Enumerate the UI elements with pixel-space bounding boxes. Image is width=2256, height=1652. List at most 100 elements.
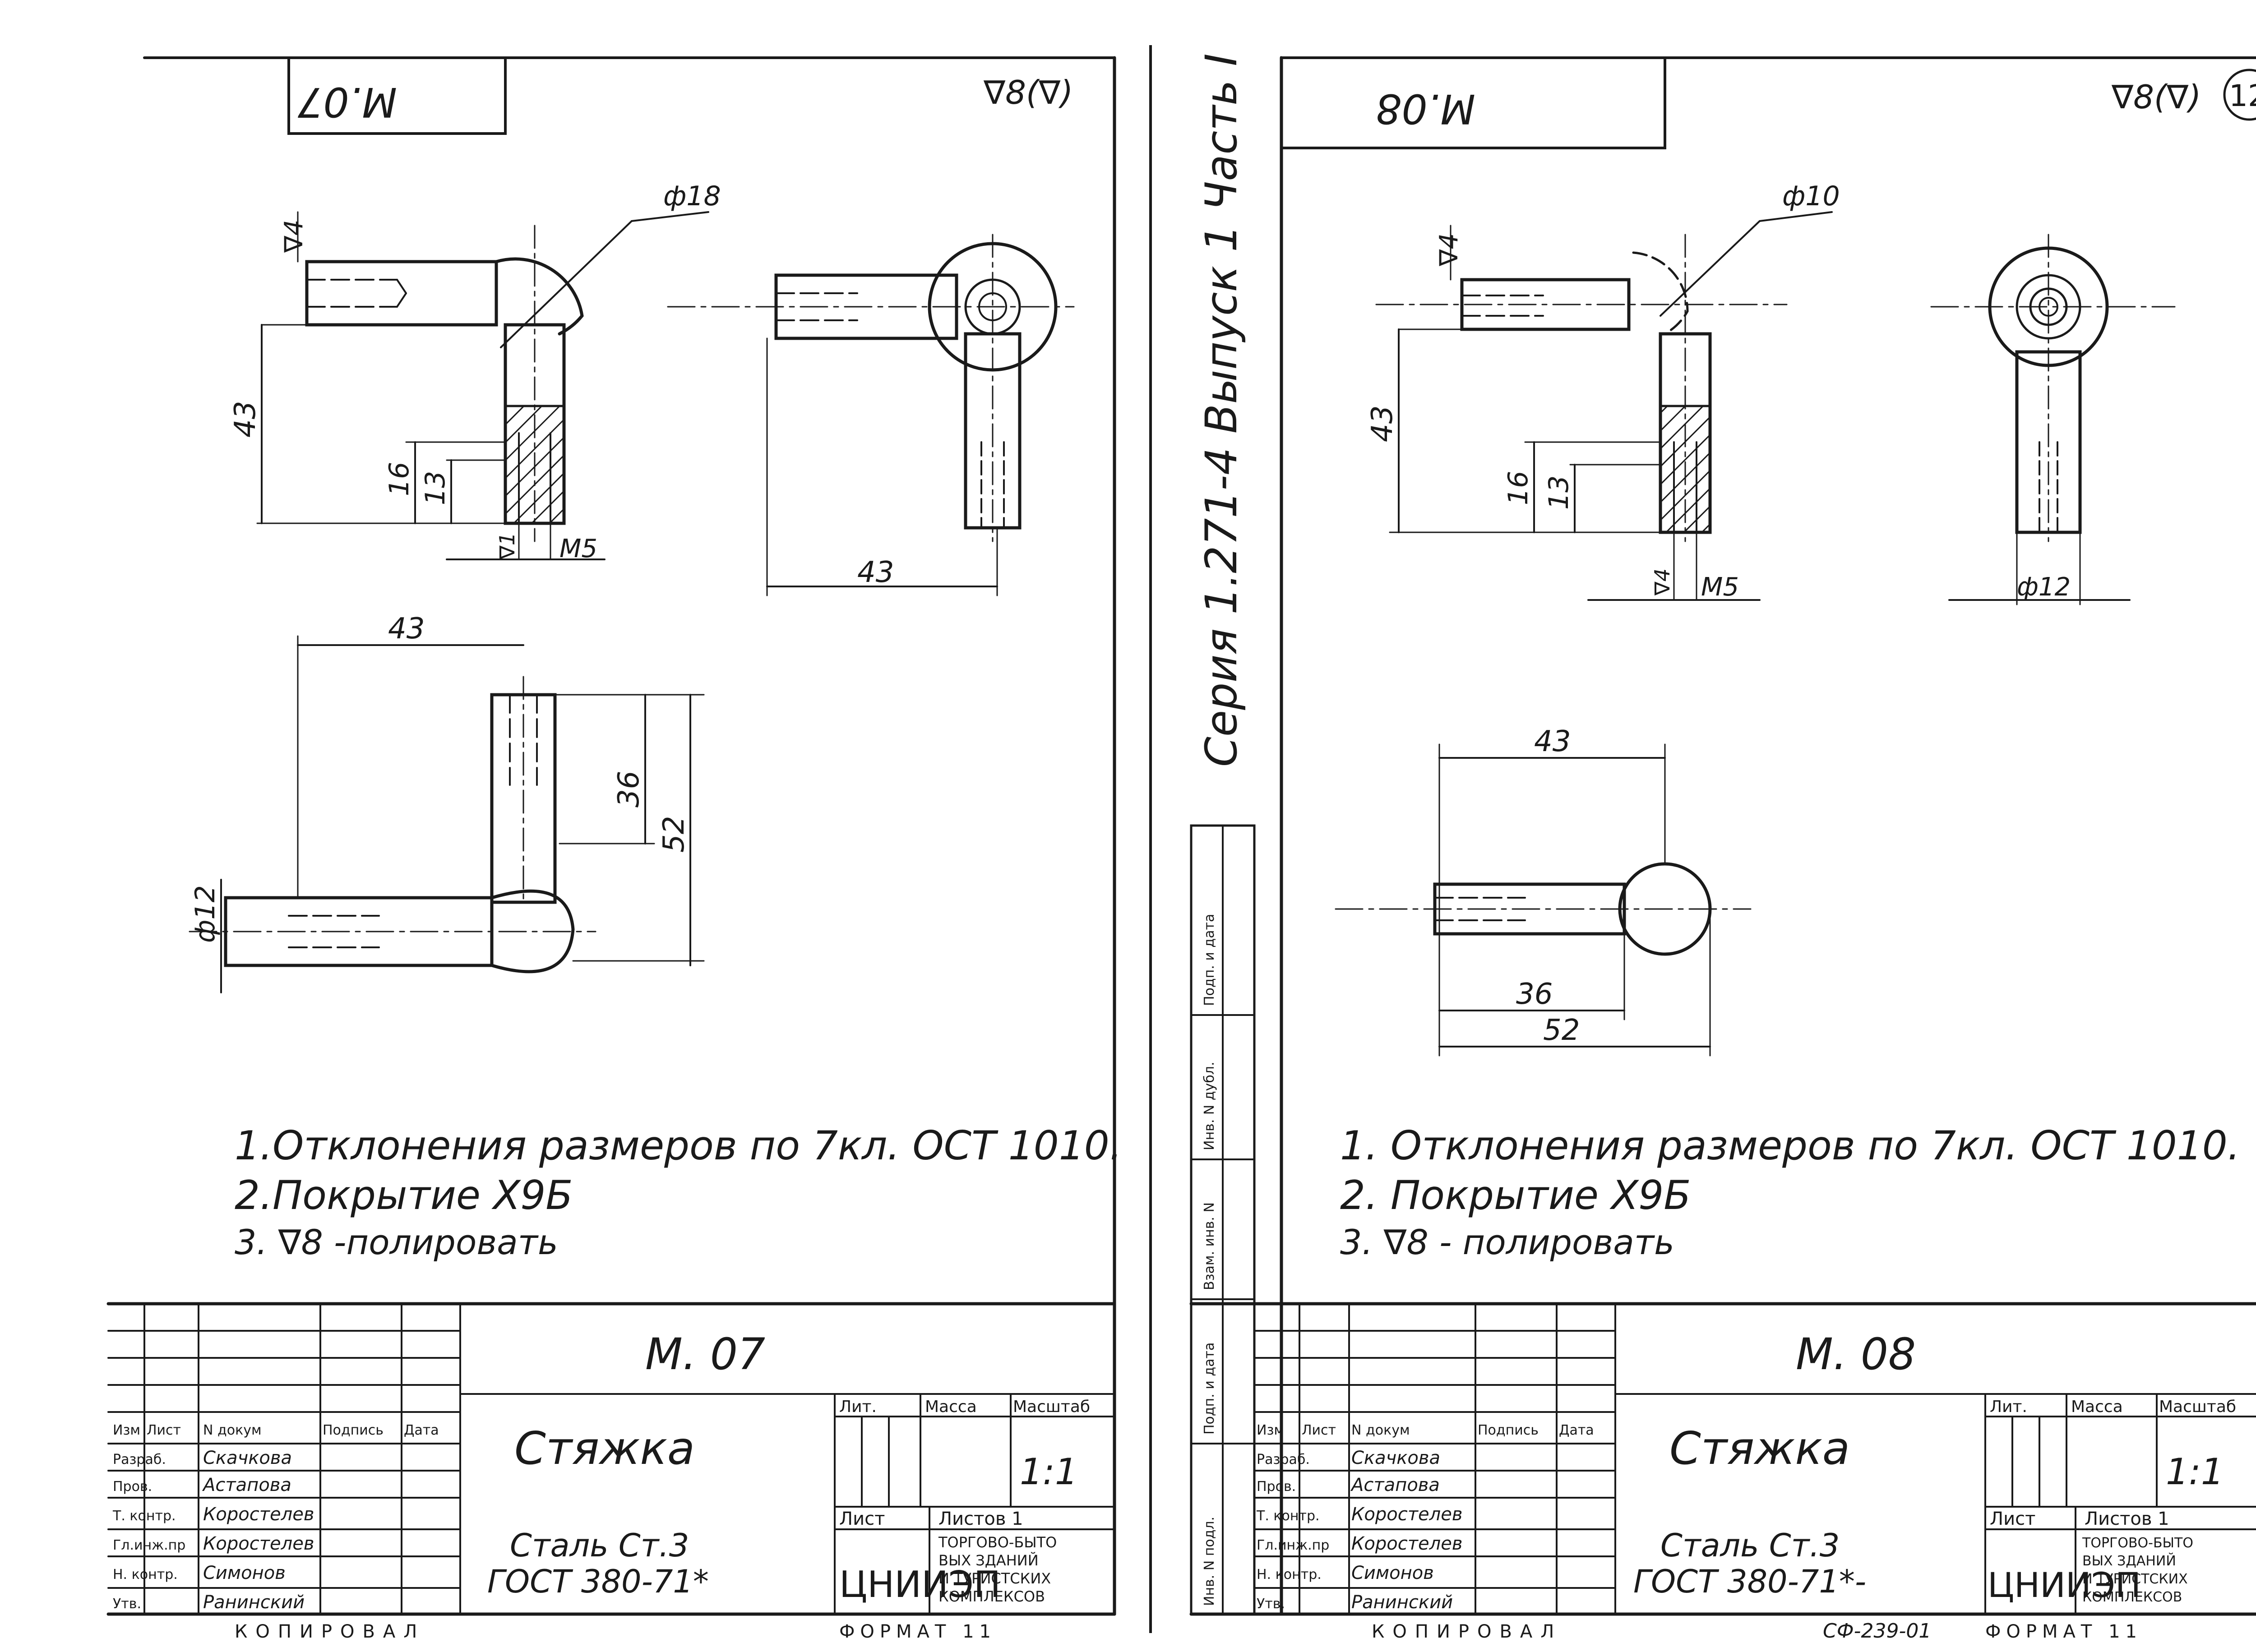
m08-col-list: Лист bbox=[1302, 1422, 1336, 1438]
m07-material-2: ГОСТ 380-71* bbox=[487, 1563, 709, 1600]
m08-dim-sphere: ф10 bbox=[1782, 180, 1840, 212]
m07-note-2: 2.Покрытие Х9Б bbox=[235, 1172, 573, 1218]
m07-part-name: Стяжка bbox=[514, 1422, 695, 1475]
m08-dim-bore2: 13 bbox=[1543, 475, 1575, 510]
m08-dim-52: 52 bbox=[1543, 1014, 1580, 1047]
m07-title-block-grid bbox=[107, 1303, 1115, 1615]
m07-bottom-view bbox=[189, 635, 705, 993]
m07-role-2: Пров. bbox=[113, 1479, 152, 1495]
m08-col-sign: Подпись bbox=[1478, 1422, 1539, 1438]
m08-side-view bbox=[1930, 234, 2176, 605]
m07-material-1: Сталь Ст.3 bbox=[510, 1527, 689, 1564]
m08-title-block-grid bbox=[1253, 1303, 2256, 1615]
m08-org-4: КОМПЛЕКСОВ bbox=[2082, 1589, 2182, 1605]
m07-side-view bbox=[667, 234, 1075, 596]
m08-lit-head: Лит. bbox=[1990, 1398, 2027, 1416]
m08-archive-code: СФ-239-01 bbox=[1823, 1620, 1931, 1643]
m08-part-name: Стяжка bbox=[1669, 1422, 1850, 1475]
m08-dim-rough-small: ∇4 bbox=[1434, 233, 1464, 267]
m07-name-5: Симонов bbox=[203, 1563, 286, 1583]
m08-name-4: Коростелев bbox=[1351, 1533, 1462, 1554]
side-stamp-3: Взам. инв. N bbox=[1202, 1202, 1217, 1290]
side-stamp-1: Инв. N подл. bbox=[1202, 1517, 1217, 1606]
m07-dim-bore1: 16 bbox=[384, 462, 415, 496]
m08-role-4: Гл.инж.пр bbox=[1257, 1537, 1329, 1553]
m08-bottom-view bbox=[1335, 743, 1752, 1057]
m07-org-4: КОМПЛЕКСОВ bbox=[938, 1588, 1045, 1605]
m08-stamp-code: М.08 bbox=[1376, 85, 1475, 132]
m07-stamp-code: М.07 bbox=[297, 78, 397, 125]
m07-sheet-head: Лист bbox=[839, 1509, 885, 1529]
m08-org-2: ВЫХ ЗДАНИЙ bbox=[2082, 1553, 2176, 1569]
m07-name-1: Скачкова bbox=[203, 1448, 292, 1468]
side-stamp-5: Подп. и дата bbox=[1202, 914, 1217, 1006]
m07-org-1: ТОРГОВО-БЫТО bbox=[938, 1534, 1057, 1551]
m07-dim-52: 52 bbox=[657, 816, 691, 853]
m08-format: ФОРМАТ 11 bbox=[1985, 1621, 2142, 1642]
m07-role-5: Н. контр. bbox=[113, 1567, 178, 1583]
m07-dim-rough-small: ∇4 bbox=[279, 220, 309, 253]
m07-role-4: Гл.инж.пр bbox=[113, 1537, 185, 1553]
m07-scale-head: Масштаб bbox=[1013, 1398, 1090, 1416]
m07-dim-side-width: 43 bbox=[857, 556, 894, 589]
page-marker: 123 bbox=[2229, 78, 2256, 113]
m07-designation: М. 07 bbox=[645, 1329, 765, 1380]
m07-org-2: ВЫХ ЗДАНИЙ bbox=[938, 1552, 1039, 1569]
m08-role-6: Утв. bbox=[1257, 1596, 1285, 1612]
m07-dim-sphere: ф18 bbox=[663, 180, 721, 212]
m08-org-1: ТОРГОВО-БЫТО bbox=[2082, 1535, 2193, 1551]
m07-col-ndoc: N докум bbox=[203, 1422, 262, 1438]
m08-scale-head: Масштаб bbox=[2159, 1398, 2236, 1416]
m08-mass-head: Масса bbox=[2071, 1398, 2123, 1416]
m07-name-3: Коростелев bbox=[203, 1504, 314, 1525]
m07-name-4: Коростелев bbox=[203, 1533, 314, 1554]
m08-surface-symbol: ∇8(∇) bbox=[2111, 78, 2201, 116]
m08-designation: М. 08 bbox=[1796, 1329, 1916, 1380]
m07-note-1: 1.Отклонения размеров по 7кл. ОСТ 1010. bbox=[235, 1122, 1122, 1169]
m07-dim-rough-thread: ∇1 bbox=[495, 532, 519, 560]
m08-note-2: 2. Покрытие Х9Б bbox=[1340, 1172, 1691, 1218]
m08-name-2: Астапова bbox=[1350, 1475, 1440, 1495]
m07-col-date: Дата bbox=[404, 1422, 439, 1438]
m07-org-3: И ТУРИСТСКИХ bbox=[938, 1570, 1051, 1587]
m08-col-ndoc: N докум bbox=[1351, 1422, 1410, 1438]
m07-dim-height: 43 bbox=[229, 401, 262, 438]
m07-mass-head: Масса bbox=[925, 1398, 977, 1416]
m07-format: ФОРМАТ 11 bbox=[839, 1621, 996, 1642]
side-stamp-2: Подп. и дата bbox=[1202, 1343, 1217, 1435]
m07-front-view bbox=[256, 211, 709, 560]
sheet-m08 bbox=[1189, 56, 2256, 1616]
m07-dim-thread: М5 bbox=[559, 534, 597, 563]
m07-sheets-count: Листов 1 bbox=[938, 1509, 1023, 1529]
m07-dim-rod: ф12 bbox=[190, 885, 221, 943]
m08-org-short: ЦНИИЭП bbox=[1988, 1565, 2141, 1605]
spine-series-text: Серия 1.271-4 Выпуск 1 Часть I bbox=[1196, 53, 1247, 767]
m07-scale: 1:1 bbox=[1020, 1451, 1078, 1493]
m08-dim-top-width: 43 bbox=[1534, 725, 1571, 758]
m08-sheet-head: Лист bbox=[1990, 1509, 2035, 1529]
m07-col-izm: Изм bbox=[113, 1422, 140, 1438]
m07-copied: КОПИРОВАЛ bbox=[235, 1621, 425, 1642]
m07-dim-bottom-width: 43 bbox=[388, 612, 425, 646]
m07-col-sign: Подпись bbox=[323, 1422, 384, 1438]
m08-dim-rod: ф12 bbox=[2017, 572, 2071, 602]
m07-surface-symbol: ∇8(∇) bbox=[983, 74, 1073, 111]
sheet-m07 bbox=[106, 56, 1116, 1616]
m08-name-3: Коростелев bbox=[1351, 1504, 1462, 1525]
m07-role-1: Разраб. bbox=[113, 1452, 166, 1467]
side-stamp-4: Инв. N дубл. bbox=[1202, 1062, 1217, 1151]
m08-role-3: Т. контр. bbox=[1256, 1508, 1320, 1524]
m08-org-3: И ТУРИСТСКИХ bbox=[2082, 1571, 2188, 1587]
m08-dim-rough-thread: ∇4 bbox=[1650, 568, 1674, 596]
m07-org-short: ЦНИИЭП bbox=[839, 1564, 1001, 1606]
m08-dim-bore1: 16 bbox=[1502, 471, 1534, 505]
m07-dim-bore2: 13 bbox=[420, 471, 451, 505]
m07-role-3: Т. контр. bbox=[112, 1508, 176, 1524]
m08-note-3: 3. ∇8 - полировать bbox=[1340, 1222, 1674, 1262]
m08-material-2: ГОСТ 380-71*- bbox=[1633, 1563, 1866, 1600]
m08-copied: КОПИРОВАЛ bbox=[1372, 1621, 1562, 1642]
m08-material-1: Сталь Ст.3 bbox=[1660, 1527, 1840, 1564]
m08-role-5: Н. контр. bbox=[1257, 1567, 1322, 1583]
m08-note-1: 1. Отклонения размеров по 7кл. ОСТ 1010. bbox=[1340, 1122, 2240, 1169]
